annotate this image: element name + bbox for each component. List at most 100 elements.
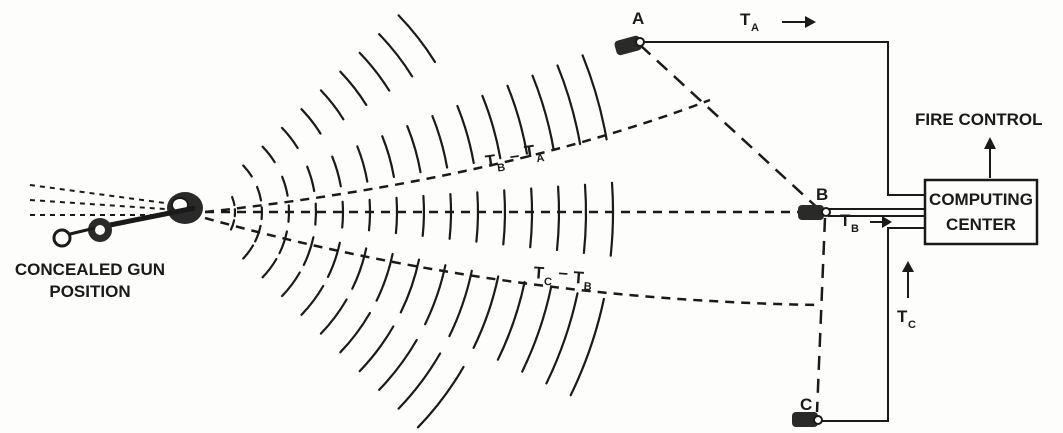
baseline-lines [639,44,827,413]
sound-wave-arc [502,189,507,246]
sound-wave-arc [256,185,263,202]
time-label-tb: T B [840,211,859,235]
microphone-b-label: B [816,185,828,204]
svg-text:T: T [573,268,585,288]
sound-wave-arc [302,236,315,267]
sound-wave-arc [448,269,473,338]
sound-wave-arc [399,258,421,314]
sound-wave-arc [351,247,368,290]
svg-text:B: B [497,162,507,175]
sound-wave-arc [475,191,480,243]
sound-wave-arc [472,275,500,349]
path-to-c [204,216,821,307]
arrow-fire-control-icon [984,137,996,178]
svg-text:T: T [840,211,851,230]
sound-wave-arc [319,298,348,335]
sound-wave-arc [242,164,253,178]
computing-center-box [923,178,1039,246]
microphone-c-icon [792,412,823,427]
sound-wave-arc [287,204,291,223]
muzzle-line-2 [29,199,181,211]
sound-wave-arc [397,14,437,64]
sound-wave-arc [521,286,553,373]
sound-wave-arc [231,195,236,207]
sound-wave-arc [300,284,325,316]
sound-wave-arc [431,115,449,169]
sound-wave-arc [529,187,534,249]
wire-a [640,41,925,196]
sound-wave-arc [406,125,422,174]
time-label-tc: T C [897,307,916,331]
sound-wave-arc [314,202,318,226]
sound-wave-arc [278,230,288,255]
microphone-a-label: A [632,9,644,28]
sound-wave-arc [300,108,322,135]
sound-wave-arc [356,145,369,183]
sound-wave-arc [319,89,345,121]
svg-text:T: T [484,151,498,171]
computing-center-label-1: COMPUTING [929,190,1033,209]
gun-icon [52,192,203,248]
time-label-ta: T A [740,10,759,34]
arrow-tb-icon [870,216,892,228]
sound-wave-arc [254,224,262,243]
sound-wave-arc [581,54,608,141]
svg-text:B: B [583,281,592,294]
svg-text:A: A [536,152,546,165]
sound-wave-arc [280,126,299,149]
sound-wave-arc [375,252,394,302]
sound-wave-arc [306,165,316,193]
sound-wave-arc [381,135,395,178]
sound-wave-arc [397,352,442,410]
sound-wave-arc [456,104,475,164]
sound-wave-arc [448,193,453,240]
sound-wave-arc [394,196,399,235]
svg-text:T: T [523,141,537,161]
gun-position-label-2: POSITION [49,282,130,301]
svg-text:–: – [558,263,569,283]
sound-wave-arc [339,70,368,107]
sound-wave-arc [229,219,236,231]
sound-wave-arc [496,281,526,361]
sound-wave-arc [261,145,276,164]
sound-wave-arc [416,365,465,429]
time-difference-label-tb-ta: T B – T A [484,141,546,175]
sound-wave-arc [569,297,605,397]
gun-position-label-1: CONCEALED GUN [15,260,165,279]
sound-wave-arc [531,74,555,150]
sound-wave-arc [555,185,561,252]
signal-arrows [782,16,996,298]
sound-wave-arc [582,183,588,254]
sound-wave-arc [242,244,255,260]
time-difference-label-tc-tb: T C – T B [533,263,592,294]
svg-text:B: B [851,223,859,235]
sound-wave-arc [339,311,371,354]
wires [640,41,925,422]
sound-wave-arc [341,200,345,229]
svg-text:T: T [897,307,908,326]
sound-waves [229,14,615,429]
sound-wave-arc [261,257,278,279]
arrow-ta-icon [782,16,816,28]
path-to-a [204,98,711,214]
sound-wave-arc [481,94,502,160]
sound-wave-arc [358,325,395,373]
svg-text:–: – [508,146,520,166]
sound-wave-arc [545,292,579,385]
sound-wave-arc [367,198,372,232]
svg-text:A: A [751,22,759,34]
sound-wave-arc [424,264,447,326]
sound-wave-arc [556,64,582,146]
fire-control-label: FIRE CONTROL [915,110,1043,129]
microphone-b-icon [798,205,831,220]
sound-wave-arc [378,33,414,78]
sound-wave-arc [609,181,615,257]
sound-wave-arc [506,84,528,155]
sound-wave-arc [331,155,342,188]
computing-center-label-2: CENTER [946,215,1016,234]
sound-wave-arc [421,194,426,237]
sound-wave-arc [281,175,289,197]
sound-wave-arc [326,241,341,278]
